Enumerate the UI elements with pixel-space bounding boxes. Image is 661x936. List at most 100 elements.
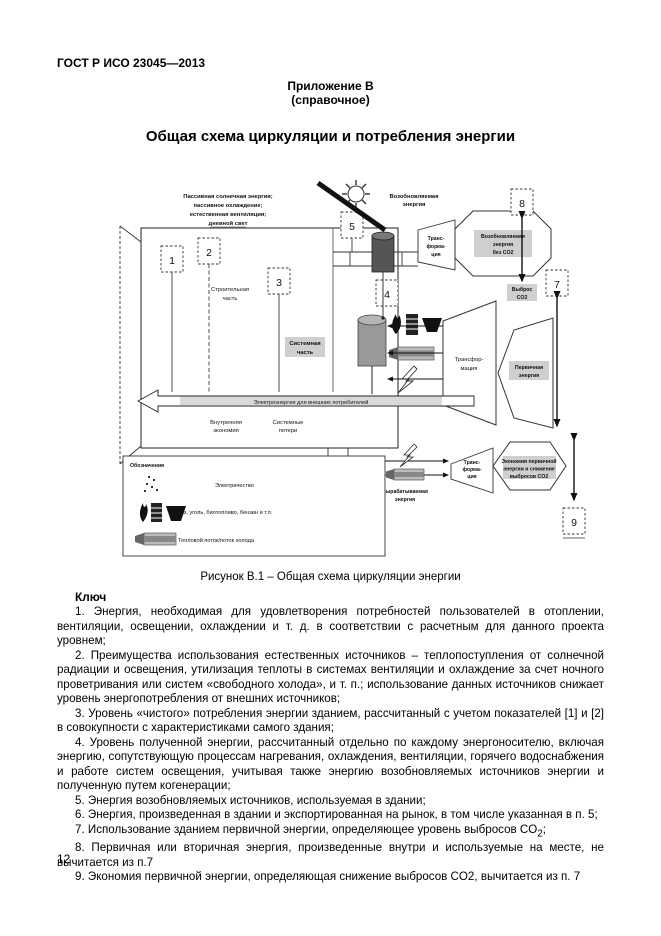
electricity-spark-icon [144, 476, 158, 492]
diagram-svg: Пассивная солнечная энергия; пассивное о… [119, 180, 586, 557]
key-item-6: 6. Энергия, произведенная в здании и экс… [75, 808, 598, 821]
page-title: Общая схема циркуляции и потребления эне… [145, 128, 516, 145]
transformation-top: Транс- форма- ция [417, 219, 456, 271]
primary-energy-shape: Первичная энергия [497, 317, 554, 429]
svg-text:форма-: форма- [462, 466, 481, 473]
number-box-7: 7 [545, 269, 569, 428]
appendix-subtitle: (справочное) [291, 93, 370, 107]
svg-text:без CO2: без CO2 [493, 249, 514, 256]
svg-text:потери: потери [279, 428, 298, 434]
svg-text:Электроэнергия для внешних пот: Электроэнергия для внешних потребителей [254, 399, 369, 406]
number-box-5: 5 [340, 211, 364, 252]
svg-text:мация: мация [461, 366, 478, 372]
svg-text:Транс-: Транс- [428, 236, 445, 242]
svg-text:Трансфор-: Трансфор- [455, 357, 484, 363]
key-item-7: 7. Использование зданием первичной энерг… [75, 822, 546, 839]
svg-text:4: 4 [384, 289, 390, 301]
generated-energy-label: Вырабатываемая энергия [382, 488, 428, 503]
flame-icon [392, 314, 401, 334]
legend-gas-cylinder-icon [151, 503, 162, 522]
svg-text:Транс-: Транс- [464, 460, 481, 466]
gas-cylinder-icon [406, 314, 418, 335]
key-item-9: 9. Экономия первичной энергии, определяю… [75, 870, 581, 884]
number-box-8: 8 [510, 188, 534, 283]
internal-savings-label: Внутренняя экономия [210, 420, 242, 434]
number-box-1: 1 [160, 245, 184, 392]
svg-text:форма-: форма- [426, 243, 445, 250]
svg-text:пассивное охлаждение;: пассивное охлаждение; [194, 203, 263, 209]
number-box-4: 4 [375, 279, 399, 307]
sun-icon [342, 180, 370, 208]
figure-key: Ключ 1. Энергия, необходимая для удовлет… [57, 590, 604, 885]
svg-text:часть: часть [223, 296, 238, 302]
export-energy-arrow: Электроэнергия для внешних потребителей [137, 389, 475, 413]
number-box-9: 9 [562, 433, 586, 539]
svg-text:Вырабатываемая: Вырабатываемая [382, 488, 428, 495]
svg-text:7: 7 [554, 279, 560, 291]
figure-caption: Рисунок В.1 – Общая схема циркуляции эне… [200, 571, 461, 583]
primary-savings-shape: Экономия первичной энергии и снижение вы… [492, 441, 567, 491]
svg-text:часть: часть [297, 350, 314, 356]
key-item-3: 3. Уровень «чистого» потребления энергии… [57, 706, 604, 735]
passive-intake-funnel [119, 225, 142, 465]
system-losses-label: Системные потери [273, 420, 304, 434]
svg-text:выбросов CO2: выбросов CO2 [510, 473, 549, 480]
key-item-1: 1. Энергия, необходимая для удовлетворен… [57, 605, 604, 647]
svg-text:естественная вентиляция;: естественная вентиляция; [190, 212, 267, 218]
coal-wagon-icon [422, 318, 442, 332]
building-part-label: Строительная часть [211, 287, 249, 302]
storage-cylinder-icon [371, 230, 395, 320]
system-part-label: Системная часть [285, 337, 325, 357]
svg-text:энергия: энергия [493, 242, 513, 248]
renewable-no-co2-octagon: Возобновляемая энергия без CO2 [454, 210, 552, 277]
svg-text:Тепловой поток/поток холода: Тепловой поток/поток холода [178, 537, 255, 544]
legend-coal-wagon-icon [166, 506, 186, 521]
number-box-2: 2 [197, 237, 221, 392]
svg-text:Внутренняя: Внутренняя [210, 420, 242, 426]
svg-text:Электричество: Электричество [215, 483, 254, 489]
svg-text:3: 3 [276, 277, 282, 289]
appendix-title: Приложение В [287, 79, 374, 93]
legend-flame-icon [139, 503, 148, 522]
transformation-big: Трансфор- мация [442, 300, 497, 426]
svg-text:1: 1 [169, 255, 175, 267]
svg-text:Первичная: Первичная [515, 365, 543, 371]
key-item-4: 4. Уровень полученной энергии, рассчитан… [57, 735, 604, 793]
svg-text:Пассивная солнечная энергия;: Пассивная солнечная энергия; [183, 194, 272, 200]
svg-text:ция: ция [467, 474, 476, 480]
svg-text:2: 2 [206, 247, 212, 259]
key-item-5: 5. Энергия возобновляемых источников, ис… [75, 793, 426, 807]
svg-text:8: 8 [519, 198, 525, 210]
building-outline [140, 227, 399, 449]
svg-text:дневной свет: дневной свет [209, 220, 248, 227]
solar-collector [316, 180, 387, 233]
heat-pipe-icon-small [386, 468, 425, 481]
key-heading: Ключ [75, 590, 107, 604]
svg-text:5: 5 [349, 221, 355, 233]
co2-emission-label: Выброс CO2 [507, 284, 537, 301]
storage-tank-icon [357, 314, 387, 394]
svg-text:ция: ция [431, 252, 440, 258]
svg-text:энергия: энергия [395, 497, 415, 503]
standard-reference: ГОСТ Р ИСО 23045—2013 [57, 56, 206, 70]
key-item-2: 2. Преимущества использования естественн… [57, 648, 604, 706]
svg-text:CO2: CO2 [517, 295, 528, 301]
svg-text:Обозначения: Обозначения [130, 462, 164, 469]
legend-box: Обозначения Электричество Газ, уголь, би… [122, 455, 386, 557]
svg-text:экономия: экономия [213, 428, 239, 434]
svg-text:Системные: Системные [273, 420, 304, 426]
energy-circulation-diagram: Пассивная солнечная энергия; пассивное о… [118, 178, 658, 570]
lightning-icon-small [399, 443, 418, 468]
svg-text:Выброс: Выброс [512, 286, 533, 293]
svg-text:энергия: энергия [519, 373, 539, 379]
key-item-8: 8. Первичная или вторичная энергия, прои… [57, 841, 604, 869]
passive-energy-label: Пассивная солнечная энергия; пассивное о… [183, 194, 273, 228]
svg-text:Строительная: Строительная [211, 287, 249, 293]
transformation-bottom: Транс- форма- ция [450, 447, 494, 494]
renewable-energy-label: Возобновляемая энергия [389, 193, 438, 208]
page-number: 12 [57, 852, 71, 866]
svg-text:Возобновляемая: Возобновляемая [389, 193, 438, 200]
number-box-3: 3 [267, 267, 291, 392]
legend-heat-pipe-icon [135, 532, 177, 546]
